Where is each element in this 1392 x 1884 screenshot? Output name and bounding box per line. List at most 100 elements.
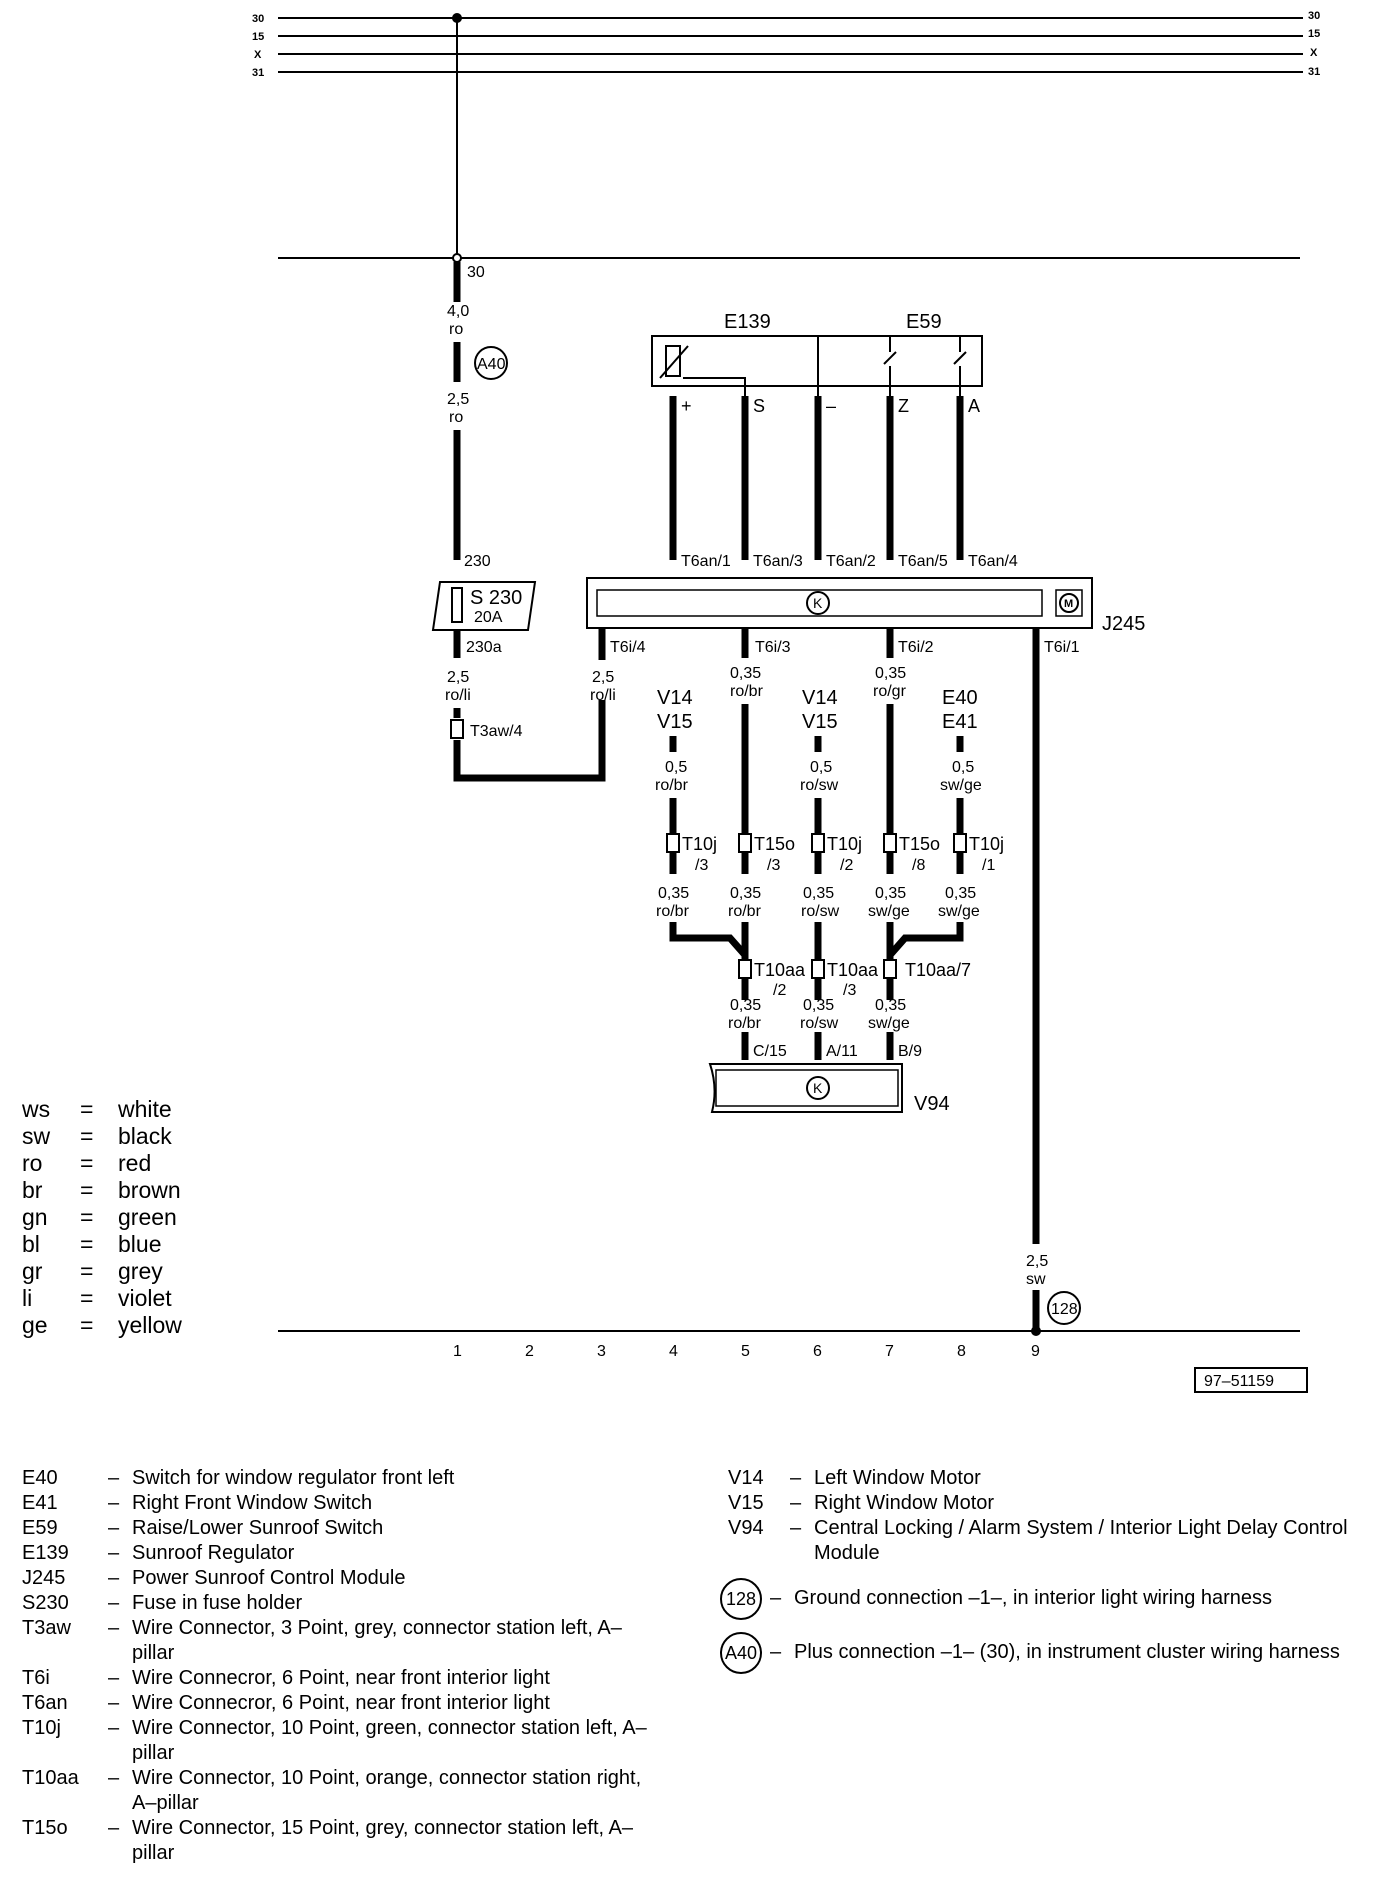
column-numbers: 1 2 3 4 5 6 7 8 9: [453, 1343, 1040, 1360]
v15-ref: V15: [657, 711, 693, 733]
connector-pin: /3: [767, 857, 780, 874]
color-name: yellow: [118, 1312, 182, 1338]
legend-code: E139: [22, 1542, 69, 1564]
wire-size: 0,5: [665, 759, 687, 776]
legend-code: V14: [728, 1467, 764, 1489]
legend-code: J245: [22, 1567, 66, 1589]
legend-code: T6i: [22, 1667, 50, 1689]
legend-description: Plus connection –1– (30), in instrument …: [794, 1641, 1340, 1663]
t10aa-label: T10aa: [827, 960, 879, 980]
legend-dash: –: [790, 1467, 802, 1489]
wire-size: 0,35: [730, 885, 761, 902]
wire-color: ro/sw: [801, 903, 840, 920]
connector-label: T15o: [754, 834, 795, 854]
connector-row-1: [666, 833, 967, 853]
legend-description: Wire Connecror, 6 Point, near front inte…: [132, 1667, 550, 1689]
color-name: green: [118, 1204, 177, 1230]
wire-color: sw/ge: [938, 903, 980, 920]
motor-label: M: [1064, 598, 1073, 610]
v94-pin: C/15: [753, 1043, 787, 1060]
regulator-arrow: [659, 345, 689, 379]
bus-label-30-right: 30: [1308, 10, 1320, 22]
terminal-30-label: 30: [467, 264, 485, 281]
t6an-pin: T6an/3: [753, 553, 803, 570]
wire-color: ro: [449, 321, 463, 338]
color-legend-row: ro=red: [22, 1150, 182, 1177]
equals-sign: =: [80, 1096, 94, 1122]
legend-description: Right Front Window Switch: [132, 1492, 373, 1514]
wire-color: sw/ge: [940, 777, 982, 794]
connection-symbol: A40: [720, 1632, 762, 1674]
color-name: black: [118, 1123, 172, 1149]
wiper-line: [683, 377, 746, 396]
wire-color: ro/br: [655, 777, 689, 794]
wire-color: ro/sw: [800, 777, 839, 794]
wire-color: ro/sw: [800, 1015, 839, 1032]
color-legend-row: sw=black: [22, 1123, 182, 1150]
column-number: 4: [669, 1343, 678, 1360]
equals-sign: =: [80, 1312, 94, 1338]
wire-size: 0,35: [875, 665, 906, 682]
legend-item: T10j–Wire Connector, 10 Point, green, co…: [22, 1716, 662, 1766]
ground-128-symbol: [1047, 1291, 1081, 1325]
v94-k-label: K: [813, 1080, 823, 1096]
e139-e59-wires: [669, 396, 964, 560]
merge-wires: [669, 922, 964, 960]
color-abbr: bl: [22, 1231, 40, 1257]
wire-color: ro/br: [728, 1015, 762, 1032]
legend-description: Wire Connector, 15 Point, grey, connecto…: [132, 1817, 634, 1864]
legend-code: V94: [728, 1517, 764, 1539]
equals-sign: =: [80, 1150, 94, 1176]
bus-label-31-right: 31: [1308, 66, 1320, 78]
t6an-pin: T6an/2: [826, 553, 876, 570]
legend-item: V14–Left Window Motor: [728, 1466, 1348, 1491]
wire-color: sw: [1026, 1271, 1046, 1288]
wire-size: 0,5: [952, 759, 974, 776]
connector-pin: /2: [840, 857, 853, 874]
wire-color: ro/li: [445, 687, 471, 704]
wire-size: 0,35: [875, 997, 906, 1014]
equals-sign: =: [80, 1231, 94, 1257]
pin-plus: +: [681, 396, 692, 416]
t10aa-label: T10aa/7: [905, 960, 971, 980]
connection-a40-symbol: [474, 346, 508, 380]
t6i-pin: T6i/2: [898, 639, 934, 656]
legend-item: E41–Right Front Window Switch: [22, 1491, 662, 1516]
connector-t3aw: [450, 719, 464, 739]
color-legend-row: bl = blue: [22, 1231, 182, 1258]
color-legend-row: gn=green: [22, 1204, 182, 1231]
e41-ref: E41: [942, 711, 978, 733]
legend-spacer: [728, 1566, 1348, 1578]
legend-description: Wire Connector, 3 Point, grey, connector…: [132, 1617, 622, 1664]
fuse-terminal-bottom: 230a: [466, 639, 502, 656]
terminal-30: [452, 253, 462, 263]
legend-dash: –: [108, 1617, 120, 1639]
wire-size: 4,0: [447, 303, 469, 320]
column-number: 2: [525, 1343, 534, 1360]
v14-ref: V14: [657, 687, 693, 709]
equals-sign: =: [80, 1123, 94, 1149]
diagram-id: 97–51159: [1204, 1373, 1274, 1390]
j245-k-label: K: [813, 595, 823, 611]
wire-size: 0,35: [803, 997, 834, 1014]
legend-description: Fuse in fuse holder: [132, 1592, 303, 1614]
legend-description: Wire Connector, 10 Point, green, connect…: [132, 1717, 647, 1764]
legend-description: Power Sunroof Control Module: [132, 1567, 406, 1589]
wire-color: ro/br: [728, 903, 762, 920]
pin-a: A: [968, 396, 980, 416]
legend-dash: –: [790, 1517, 802, 1539]
color-name: grey: [118, 1258, 163, 1284]
equals-sign: =: [80, 1285, 94, 1311]
e59-switch-symbols: [883, 336, 967, 396]
color-name: blue: [118, 1231, 162, 1257]
legend-item: T6an–Wire Connecror, 6 Point, near front…: [22, 1691, 662, 1716]
wires-row-3: [741, 978, 894, 1060]
wire-size: 2,5: [447, 669, 469, 686]
connection-symbol: 128: [720, 1578, 762, 1620]
legend-item: S230–Fuse in fuse holder: [22, 1591, 662, 1616]
bus-label-31-left: 31: [252, 67, 264, 79]
color-abbr: ge: [22, 1312, 48, 1338]
legend-code: V15: [728, 1492, 764, 1514]
fuse-rating: 20A: [474, 609, 503, 626]
